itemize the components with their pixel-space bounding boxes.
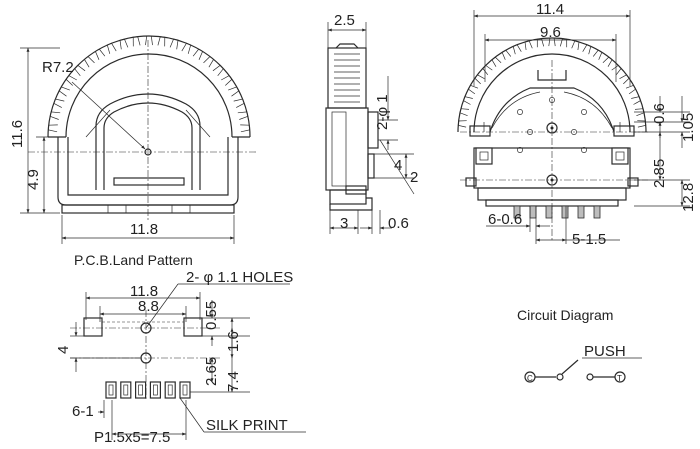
rear-terminal-lead (577, 205, 585, 219)
knob-serration (47, 35, 251, 133)
lower-height-label: 4.9 (25, 169, 42, 190)
terminal-width-label: 6-0.6 (488, 211, 522, 228)
terminal-pitch-label: 5-1.5 (572, 231, 606, 248)
rear-dim-a-label: 0.6 (651, 103, 668, 124)
side-view: 2.5 2-φ 1 2 4 3 0.6 (325, 12, 418, 234)
pcb-width-1-label: 11.8 (130, 283, 158, 300)
rear-outer-width-label: 11.4 (536, 1, 564, 18)
switch-lever (561, 359, 579, 375)
pin-span-label: 4 (394, 157, 402, 174)
pcb-height-e-label: 7.4 (225, 371, 242, 392)
pin-diameter-label: 2-φ 1 (374, 94, 391, 130)
switch-contact-2-icon (586, 373, 594, 381)
pcb-height-c-label: 4 (55, 346, 72, 354)
switch-contact-icon (556, 373, 564, 381)
radius-label: R7.2 (42, 59, 74, 76)
front-view: R7.2 11.6 4.9 11.8 (9, 35, 258, 244)
plate-holes (517, 97, 587, 153)
rear-terminal-lead (529, 205, 537, 219)
pcb-pad-inner (108, 384, 114, 396)
pcb-pad (135, 381, 147, 399)
push-label: PUSH (584, 343, 626, 360)
rear-view: 11.4 9.6 (457, 1, 697, 248)
pad-pitch-label: P1.5x5=7.5 (94, 429, 170, 446)
terminal-t-icon (614, 371, 626, 383)
overall-height-label: 11.6 (9, 120, 26, 148)
pcb-pad-inner (123, 384, 129, 396)
pcb-pad (120, 381, 132, 399)
pcb-height-d-label: 2.65 (203, 357, 220, 386)
terminal-c-label: C (527, 374, 533, 383)
terminal-t-label: T (617, 374, 622, 383)
knob-teeth (47, 35, 251, 133)
rear-terminal-lead (545, 205, 553, 219)
pcb-pad (105, 381, 117, 399)
pcb-height-a-label: 0.55 (203, 301, 220, 330)
pad-count-label: 6-1 (72, 403, 94, 420)
rear-terminal-lead (513, 205, 521, 219)
rear-dim-b-label: 1.05 (680, 113, 697, 142)
pcb-width-2-label: 8.8 (138, 298, 159, 315)
plate-hole (517, 109, 523, 115)
pcb-pad (179, 381, 191, 399)
silk-print-label: SILK PRINT (206, 417, 288, 434)
plate-hole (581, 147, 587, 153)
pcb-pad (149, 381, 161, 399)
rear-terminal-lead (561, 205, 569, 219)
pin-pitch-label: 2 (410, 169, 418, 186)
rear-dim-c-label: 2.85 (651, 159, 668, 188)
foot-label: 3 (340, 215, 348, 232)
side-thickness-label: 2.5 (334, 12, 355, 29)
circuit-title: Circuit Diagram (517, 307, 613, 323)
rear-inner-width-label: 9.6 (540, 24, 561, 41)
circuit-diagram: Circuit Diagram PUSH C T (517, 307, 642, 383)
pcb-pad-inner (153, 384, 158, 396)
side-knob-cap (335, 43, 359, 49)
pcb-pad (164, 381, 176, 399)
plate-hole (581, 109, 587, 115)
rear-terminal-lead (593, 205, 601, 219)
pcb-title: P.C.B.Land Pattern (74, 252, 193, 268)
plate-hole (517, 147, 523, 153)
pcb-pad-inner (167, 384, 173, 396)
rear-terminals (513, 205, 601, 219)
pcb-land-pattern: P.C.B.Land Pattern 2- φ 1.1 HOLES 11.8 8… (55, 252, 306, 446)
holes-label: 2- φ 1.1 HOLES (186, 269, 293, 286)
pcb-pad-inner (182, 384, 188, 396)
front-width-label: 11.8 (130, 221, 158, 238)
lead-label: 0.6 (388, 215, 409, 232)
rear-dim-d-label: 12.8 (680, 183, 697, 212)
pcb-terminal-pads (105, 381, 191, 399)
plate-hole (571, 129, 577, 135)
pcb-height-b-label: 1.6 (225, 331, 242, 352)
side-knob-teeth (334, 43, 360, 103)
pcb-pad-inner (138, 384, 143, 396)
